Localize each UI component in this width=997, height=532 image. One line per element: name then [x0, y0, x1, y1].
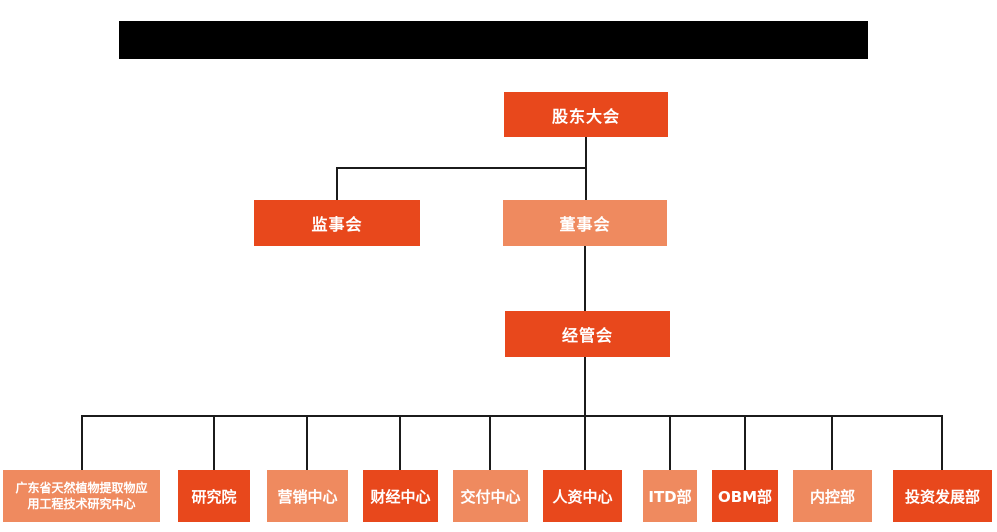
node-board-of-supervisors: 监事会: [254, 200, 420, 246]
node-dept-research-center: 广东省天然植物提取物应 用工程技术研究中心: [3, 470, 160, 522]
node-label: 营销中心: [277, 487, 338, 506]
node-label: 广东省天然植物提取物应 用工程技术研究中心: [15, 480, 147, 512]
node-dept-itd: ITD部: [643, 470, 697, 522]
node-label: 监事会: [311, 215, 363, 234]
node-dept-delivery-center: 交付中心: [453, 470, 528, 522]
node-shareholders-meeting: 股东大会: [504, 92, 668, 137]
node-label-line1: 广东省天然植物提取物应: [15, 480, 148, 495]
node-label: 人资中心: [552, 487, 613, 506]
node-label: 内控部: [809, 487, 855, 506]
node-dept-investment-development: 投资发展部: [893, 470, 992, 522]
node-dept-obm: OBM部: [712, 470, 778, 522]
node-board-of-directors: 董事会: [503, 200, 667, 246]
node-label: 研究院: [191, 487, 237, 506]
node-dept-internal-control: 内控部: [793, 470, 872, 522]
node-label: 董事会: [559, 215, 611, 234]
node-label: 交付中心: [460, 487, 521, 506]
node-management-committee: 经管会: [505, 311, 670, 357]
redacted-title-bar: [119, 21, 868, 59]
node-label: 经管会: [561, 326, 613, 345]
node-label: OBM部: [717, 487, 773, 506]
node-label: ITD部: [648, 487, 692, 506]
node-label: 股东大会: [551, 106, 620, 126]
node-dept-hr-center: 人资中心: [543, 470, 622, 522]
node-label-line2: 用工程技术研究中心: [27, 497, 136, 511]
node-label: 投资发展部: [904, 487, 980, 506]
node-dept-marketing-center: 营销中心: [267, 470, 348, 522]
node-dept-research-institute: 研究院: [178, 470, 250, 522]
node-label: 财经中心: [370, 487, 431, 506]
node-dept-finance-center: 财经中心: [363, 470, 438, 522]
